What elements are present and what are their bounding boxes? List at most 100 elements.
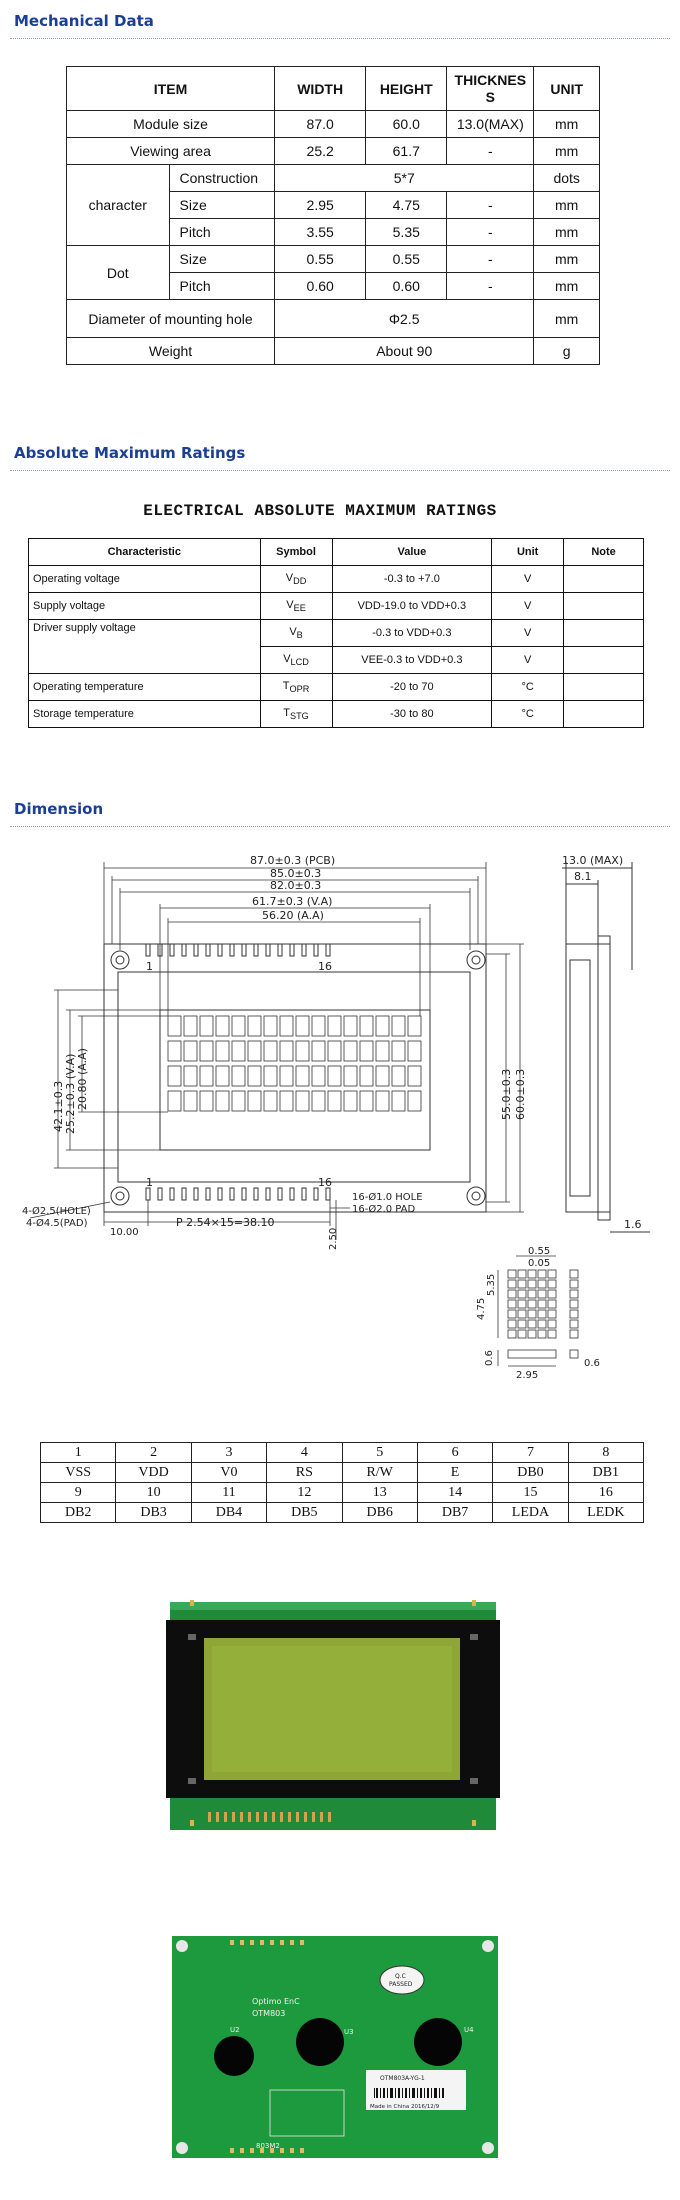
mounting-hole [110,1186,130,1206]
pin-number: 4 [266,1442,343,1463]
dim-label-pcb: 87.0±0.3 (PCB) [250,854,335,867]
dim-label-c475: 4.75 [476,1298,487,1320]
dim-label-hole-note: 16-Ø1.0 HOLE [352,1191,423,1203]
dim-label-85: 85.0±0.3 [270,867,321,880]
pin-number: 2 [115,1442,192,1463]
table-row: Storage temperature TSTG -30 to 80 °C [28,700,644,728]
row-group-label: character [66,164,170,246]
symbol-subscript: LCD [290,657,309,668]
pin-number: 13 [341,1482,418,1503]
cell-unit: °C [491,673,565,701]
col-header-symbol: Symbol [259,538,333,566]
cell-characteristic: Driver supply voltage [28,619,261,674]
cell-unit: V [491,646,565,674]
dim-label-c535: 5.35 [486,1274,497,1296]
cell-width: 0.60 [274,272,367,300]
dimension-lines [29,862,524,1240]
symbol-subscript: OPR [289,684,310,695]
pin-signal: V0 [190,1462,268,1483]
cell-unit: mm [533,137,600,165]
dim-label-side-max: 13.0 (MAX) [562,854,623,867]
pin-label-1-top: 1 [146,960,153,973]
pin-number: 8 [567,1442,645,1463]
pin-number: 1 [39,1442,117,1463]
dim-label-hva: 25.2±0.3 (V.A) [64,1054,77,1134]
cell-unit: dots [533,164,600,192]
cell-characteristic: Operating temperature [28,673,261,701]
symbol-letter: V [286,598,294,611]
table-row: Diameter of mounting hole Φ2.5 mm [65,299,600,338]
controller-chip-u2 [214,2036,254,2076]
dim-label-c06b: 0.6 [584,1358,600,1369]
dim-label-55: 55.0±0.3 [500,1069,513,1120]
controller-chip-u3 [296,2018,344,2066]
pin-signal: DB6 [341,1502,418,1523]
col-header-unit: UNIT [533,66,600,111]
cell-symbol: VB [259,619,333,647]
board-bottom-label: 803M2 [256,2142,280,2150]
dim-label-42: 42.1±0.3 [52,1081,65,1132]
row-label: Module size [65,110,276,138]
cell-unit: mm [533,245,600,273]
board-model: OTM803 [252,2009,285,2018]
cell-characteristic: Storage temperature [28,700,261,728]
pin-number: 3 [190,1442,268,1463]
cell-value: -20 to 70 [331,673,493,701]
cell-symbol: VLCD [259,646,333,674]
symbol-letter: T [282,679,290,692]
cell-symbol: VDD [259,565,333,593]
cell-width: 25.2 [274,137,367,165]
col-header-characteristic: Characteristic [28,538,261,566]
section-title-mechanical: Mechanical Data [14,12,154,30]
dim-label-60: 60.0±0.3 [514,1069,527,1120]
col-header-width: WIDTH [274,66,367,111]
symbol-letter: V [283,652,291,665]
cell-width: 3.55 [274,218,367,246]
dim-label-pitch: P 2.54×15=38.10 [176,1216,275,1229]
pin-label-1-bottom: 1 [146,1176,153,1189]
cell-unit: mm [533,272,600,300]
cell-thickness: - [446,191,535,219]
pin-label-16-top: 16 [318,960,332,973]
pin-number: 10 [115,1482,192,1503]
table-row: Module size 87.0 60.0 13.0(MAX) mm [65,110,600,138]
pin-number: 15 [492,1482,569,1503]
symbol-letter: V [289,625,297,638]
table-row: Size 2.95 4.75 - mm [67,191,600,219]
cell-height: 5.35 [365,218,448,246]
label-text-2: Made in China 2016/12/9 [370,2104,440,2110]
mounting-hole [110,950,130,970]
cell-unit: g [533,337,600,365]
side-view [562,862,650,1233]
cell-value: VDD-19.0 to VDD+0.3 [331,592,493,620]
symbol-letter: V [285,571,294,584]
pin-number: 6 [416,1442,494,1463]
cell-value: -30 to 80 [331,700,493,728]
table-row: character Construction 5*7 dots [66,164,600,246]
table-row: Operating temperature TOPR -20 to 70 °C [28,673,644,701]
pin-signal: DB5 [266,1502,343,1523]
cell-value: -0.3 to +7.0 [331,565,493,593]
pin-number: 7 [492,1442,569,1463]
col-header-unit: Unit [491,538,565,566]
pin-number: 11 [190,1482,268,1503]
cell-characteristic: Operating voltage [28,565,261,593]
dim-label-c06a: 0.6 [484,1350,495,1366]
symbol-subscript: STG [289,711,309,722]
cell-unit: V [491,592,565,620]
cell-symbol: VEE [259,592,333,620]
pin-number: 9 [39,1482,117,1503]
cell-unit: V [491,565,565,593]
qc-sticker [379,1965,425,1995]
row-label: Viewing area [65,137,276,165]
pin-signal: R/W [341,1462,418,1483]
cell-thickness: 13.0(MAX) [446,110,535,138]
mounting-hole [466,950,486,970]
dim-label-82: 82.0±0.3 [270,879,321,892]
row-label: Size [168,245,276,273]
dim-label-haa: 20.80 (A.A) [76,1048,89,1110]
controller-chip-u4 [414,2018,462,2066]
row-label: Construction [168,164,276,192]
